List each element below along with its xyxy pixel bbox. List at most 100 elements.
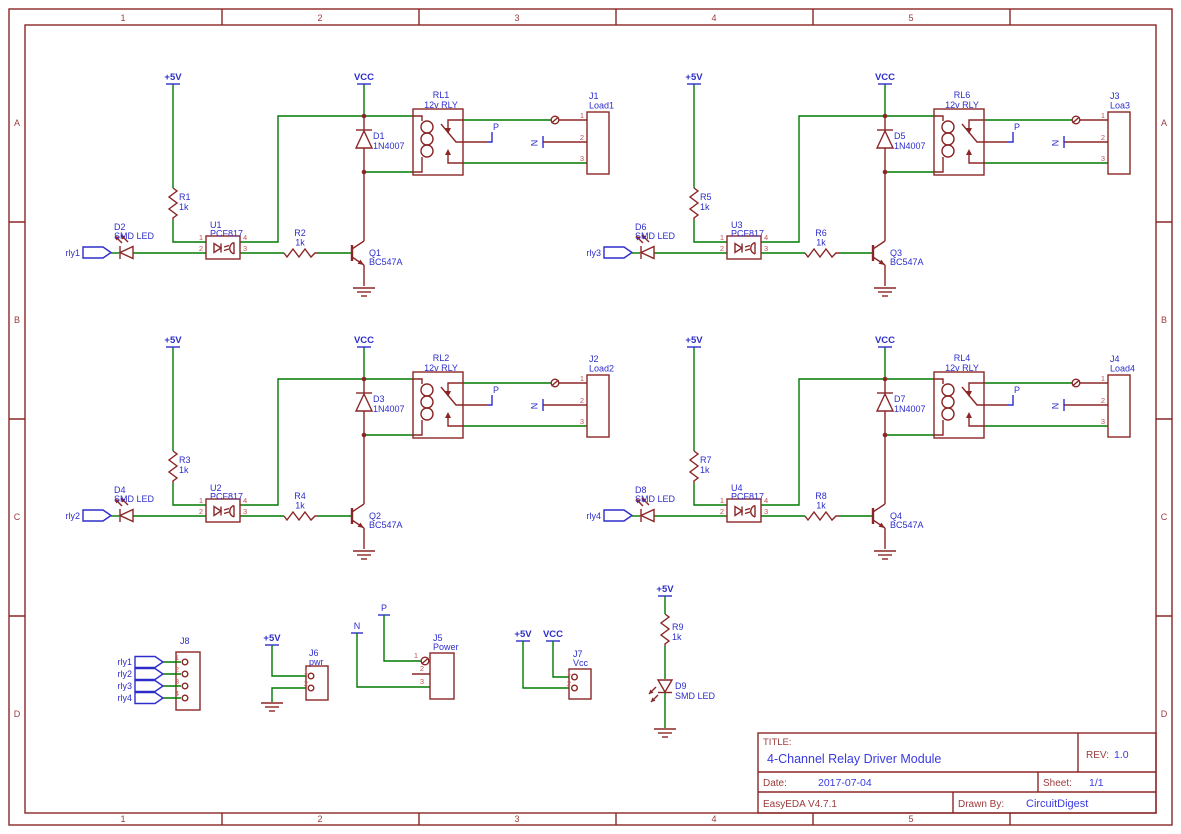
value-label: SMD LED	[675, 691, 716, 701]
vcc-connector-j7[interactable]: +5V VCC J7 Vcc 1 2	[514, 629, 592, 700]
flyback-diode[interactable]: D7 1N4007	[875, 392, 926, 414]
input-resistor[interactable]: R5 1k	[688, 187, 712, 220]
value-label: 1k	[179, 202, 189, 212]
wires[interactable]	[654, 84, 1108, 286]
pin-number: 1	[720, 496, 724, 505]
input-led[interactable]: D4 SMD LED	[114, 485, 155, 523]
j8-row-3[interactable]: rly3 3	[117, 677, 189, 693]
net-flag-n[interactable]: N	[1050, 136, 1065, 148]
flyback-diode[interactable]: D5 1N4007	[875, 129, 926, 151]
pin-number: 1	[1101, 374, 1105, 383]
net-flag-p[interactable]: P	[487, 385, 499, 406]
net-flag-p[interactable]: P	[487, 122, 499, 143]
base-resistor[interactable]: R2 1k	[283, 228, 318, 259]
pin-number: 2	[720, 507, 724, 516]
npn-transistor[interactable]: Q3 BC547A	[871, 240, 924, 267]
optocoupler[interactable]: U1 PCF817 1 2 4 3	[199, 220, 247, 260]
power-label: VCC	[875, 335, 895, 346]
ref-label: RL2	[433, 353, 450, 363]
input-led[interactable]: D8 SMD LED	[635, 485, 676, 523]
pin-number: 2	[580, 396, 584, 405]
power-flag-5v[interactable]: +5V	[164, 335, 182, 348]
net-flag-input[interactable]: rly2	[65, 509, 119, 522]
relay[interactable]: RL6 12v RLY	[933, 90, 985, 176]
power-flag-vcc[interactable]: VCC	[354, 335, 374, 348]
net-flag-n[interactable]: N	[529, 136, 544, 148]
input-led[interactable]: D6 SMD LED	[635, 222, 676, 260]
net-label: P	[381, 603, 387, 613]
load-connector[interactable]: J1 Load1 1 2 3	[550, 91, 614, 175]
value-label: 1N4007	[894, 404, 926, 414]
wires[interactable]	[133, 84, 587, 286]
value-label: 12v RLY	[945, 100, 979, 110]
drawn-by-value: CircuitDigest	[1026, 798, 1088, 810]
power-flag-vcc[interactable]: VCC	[875, 72, 895, 85]
npn-transistor[interactable]: Q1 BC547A	[350, 240, 403, 267]
base-resistor[interactable]: R4 1k	[283, 491, 318, 522]
ground-symbol	[261, 702, 283, 712]
status-led[interactable]: D9 SMD LED	[648, 679, 716, 703]
power-header-j6[interactable]: +5V J6 pwr 1 2	[261, 633, 329, 712]
power-flag-5v[interactable]: +5V	[685, 72, 703, 85]
npn-transistor[interactable]: Q4 BC547A	[871, 503, 924, 530]
value-label: pwr	[309, 657, 324, 667]
value-label: 1k	[295, 501, 305, 511]
relay[interactable]: RL2 12v RLY	[412, 353, 464, 439]
flyback-diode[interactable]: D3 1N4007	[354, 392, 405, 414]
net-flag-n[interactable]: N	[1050, 399, 1065, 411]
relay[interactable]: RL1 12v RLY	[412, 90, 464, 176]
pin-number: 3	[243, 244, 247, 253]
wires[interactable]	[654, 347, 1108, 549]
power-flag-vcc[interactable]: VCC	[875, 335, 895, 348]
power-led-branch[interactable]: +5V R9 1k D9 SMD LED	[648, 584, 716, 738]
optocoupler[interactable]: U3 PCF817 1 2 4 3	[720, 220, 768, 260]
led-resistor[interactable]: R9 1k	[659, 613, 684, 646]
load-connector[interactable]: J4 Load4 1 2 3	[1071, 354, 1135, 438]
net-flag-n[interactable]: N	[351, 621, 363, 634]
optocoupler[interactable]: U4 PCF817 1 2 4 3	[720, 483, 768, 523]
input-header-j8[interactable]: J8 rly1 1 rly2 2 rly3 3 rly4	[117, 636, 201, 711]
wires[interactable]	[133, 347, 587, 549]
base-resistor[interactable]: R8 1k	[804, 491, 839, 522]
npn-transistor[interactable]: Q2 BC547A	[350, 503, 403, 530]
j8-row-1[interactable]: rly1 1	[117, 653, 189, 669]
net-flag-input[interactable]: rly4	[586, 509, 640, 522]
j8-row-4[interactable]: rly4 4	[117, 689, 189, 705]
sheet-value: 1/1	[1089, 777, 1104, 789]
input-resistor[interactable]: R1 1k	[167, 187, 191, 220]
ref-label: J4	[1110, 354, 1120, 364]
value-label: 12v RLY	[424, 363, 458, 373]
relay[interactable]: RL4 12v RLY	[933, 353, 985, 439]
net-label: rly3	[117, 681, 132, 691]
title-block: TITLE: 4-Channel Relay Driver Module REV…	[757, 732, 1157, 814]
net-flag-p[interactable]: P	[378, 603, 390, 616]
ref-label: R5	[700, 192, 712, 202]
power-label: +5V	[263, 633, 281, 644]
power-flag-5v[interactable]: +5V	[164, 72, 182, 85]
input-led[interactable]: D2 SMD LED	[114, 222, 155, 260]
load-connector[interactable]: J3 Loa3 1 2 3	[1071, 91, 1131, 175]
net-flag-input[interactable]: rly1	[65, 246, 119, 259]
power-connector-j5[interactable]: P N J5 Power 1 2 3	[351, 603, 459, 700]
ref-label: D4	[114, 485, 126, 495]
power-flag-5v[interactable]: +5V	[656, 584, 674, 597]
net-flag-n[interactable]: N	[529, 399, 544, 411]
row-label: A	[14, 118, 20, 128]
power-flag-5v[interactable]: +5V	[514, 629, 532, 642]
net-flag-p[interactable]: P	[1008, 122, 1020, 143]
base-resistor[interactable]: R6 1k	[804, 228, 839, 259]
power-flag-5v[interactable]: +5V	[685, 335, 703, 348]
power-flag-vcc[interactable]: VCC	[354, 72, 374, 85]
j8-row-2[interactable]: rly2 2	[117, 665, 189, 681]
power-flag-vcc[interactable]: VCC	[543, 629, 563, 642]
value-label: 1k	[816, 238, 826, 248]
net-flag-input[interactable]: rly3	[586, 246, 640, 259]
value-label: BC547A	[890, 520, 924, 530]
load-connector[interactable]: J2 Load2 1 2 3	[550, 354, 614, 438]
net-flag-p[interactable]: P	[1008, 385, 1020, 406]
input-resistor[interactable]: R7 1k	[688, 450, 712, 483]
optocoupler[interactable]: U2 PCF817 1 2 4 3	[199, 483, 247, 523]
flyback-diode[interactable]: D1 1N4007	[354, 129, 405, 151]
input-resistor[interactable]: R3 1k	[167, 450, 191, 483]
power-flag-5v[interactable]: +5V	[263, 633, 281, 646]
